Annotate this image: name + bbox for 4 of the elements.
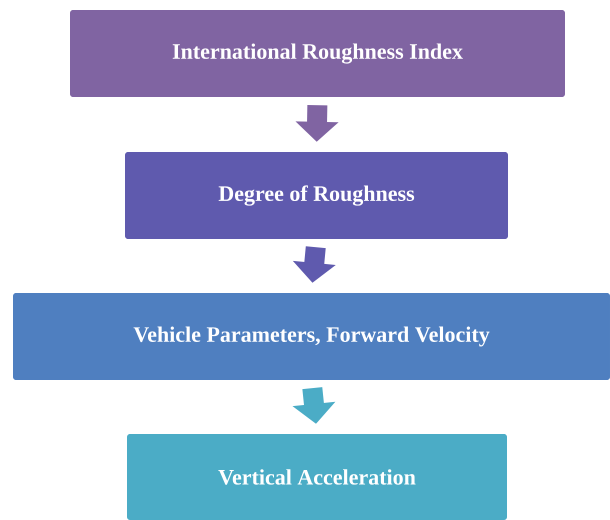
- process-box: International Roughness Index: [70, 10, 565, 97]
- process-box: Degree of Roughness: [125, 152, 508, 239]
- process-box: Vehicle Parameters, Forward Velocity: [13, 293, 610, 380]
- process-box: Vertical Acceleration: [127, 434, 507, 520]
